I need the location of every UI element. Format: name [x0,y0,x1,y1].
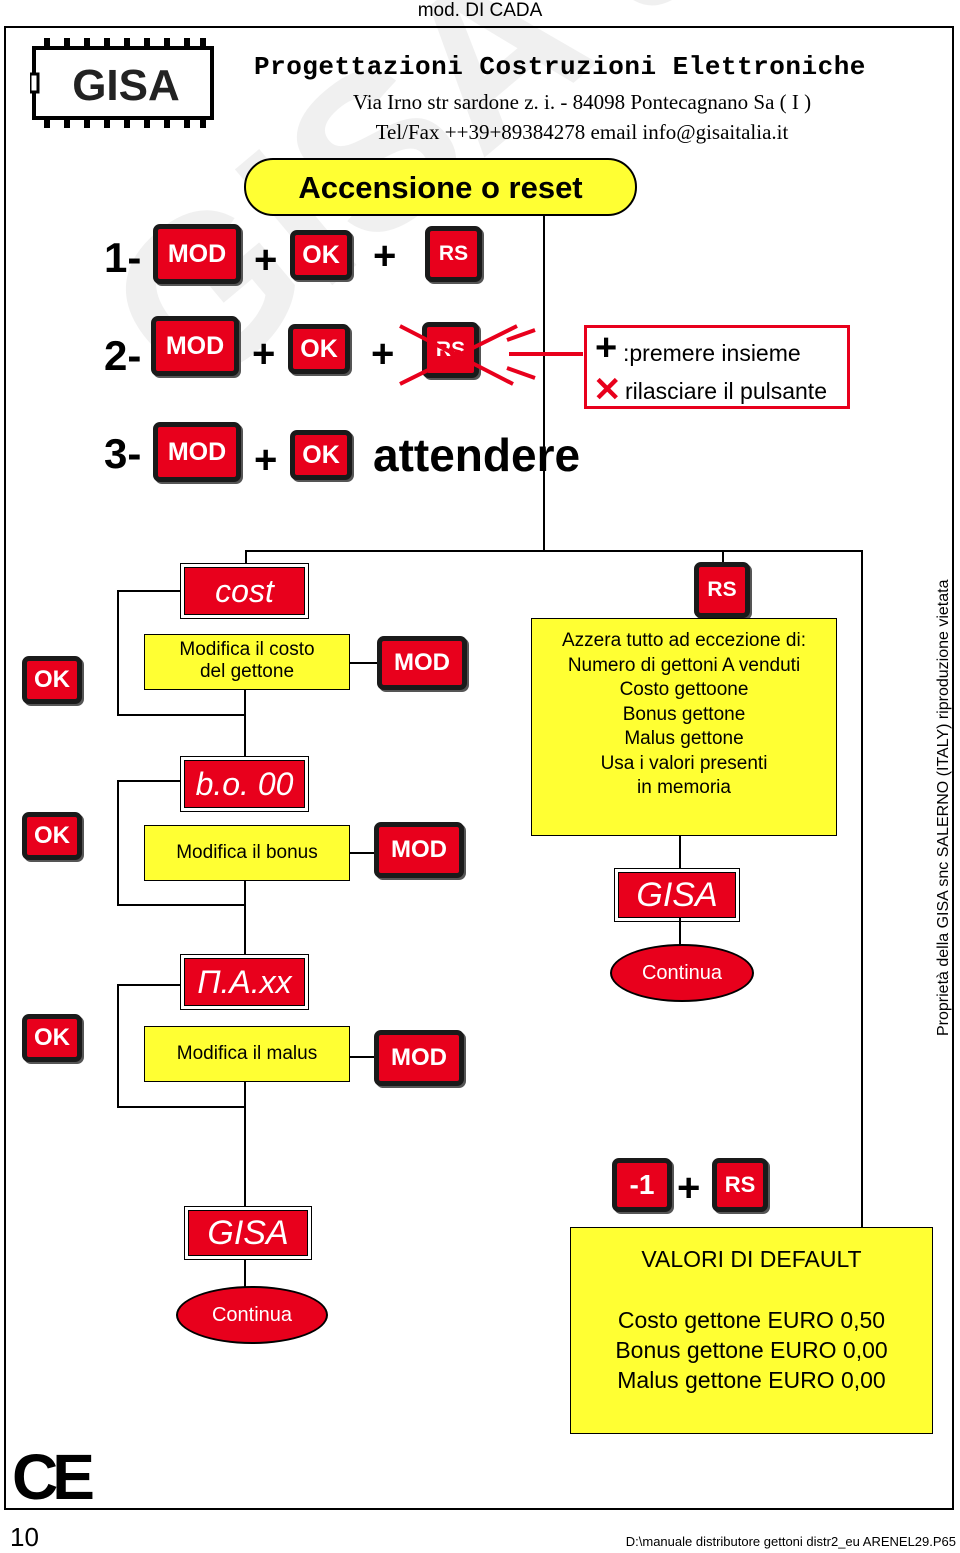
flow-line-right [679,918,681,946]
loop-line [117,904,245,906]
wait-text: attendere [373,429,581,481]
combo-3-mod-key[interactable]: MOD [153,422,241,482]
press-together-text: :premere insieme [623,340,801,366]
side-copyright-note: Proprietà della GISA snc SALERNO (ITALY)… [935,579,952,1037]
release-symbol-icon: ✕ [593,371,622,409]
loop-line [117,780,119,906]
reset-line: Costo gettoone [619,679,749,700]
loop-line [117,714,245,716]
continue-oval-right[interactable]: Continua [610,944,754,1002]
reset-line: Usa i valori presenti [600,752,768,774]
display-gisa-left: GISA [188,1210,308,1256]
model-note: mod. DI CADA [417,0,543,21]
page-frame [4,26,954,1510]
loop-line [117,590,119,716]
combo-3-ok-key[interactable]: OK [290,430,352,480]
loop-line [117,1106,245,1108]
step-bonus-box: Modifica il bonus [144,825,350,881]
defaults-line: Malus gettone EURO 0,00 [617,1367,886,1393]
plus-sign: + [371,332,395,376]
flow-line-mod [350,662,378,664]
reset-line: Azzera tutto ad eccezione di: [562,630,806,651]
legend-box: + :premere insieme ✕ rilasciare il pulsa… [584,325,850,409]
gisa-logo: GISA [28,38,216,128]
release-cross-icon [399,324,583,386]
step-cost-box: Modifica il costo del gettone [144,634,350,690]
flow-line-right-drop [722,550,724,564]
reset-line: Numero di gettoni A venduti [567,654,801,676]
loop-line [117,590,187,592]
plus-sign: + [252,332,276,376]
file-path: D:\manuale distributore gettoni distr2_e… [625,1534,956,1549]
display-malus: Π.A.xx [184,958,305,1006]
flow-line-defaults [861,550,863,1228]
flow-line-main [543,216,545,552]
reset-line: Malus gettone [624,728,744,749]
flow-line-mod [350,1056,376,1058]
loop-line [117,984,187,986]
company-address: Via Irno str sardone z. i. - 84098 Ponte… [352,90,812,114]
combo-2-mod-key[interactable]: MOD [151,316,239,376]
step-cost-line2: del gettone [199,661,295,682]
ok-key-cost[interactable]: OK [22,656,82,704]
defaults-line: Costo gettone EURO 0,50 [617,1307,886,1333]
mod-key-bonus[interactable]: MOD [374,822,464,878]
rs-key-defaults[interactable]: RS [712,1158,768,1212]
continue-oval-left[interactable]: Continua [176,1286,328,1344]
combo-1-rs-key[interactable]: RS [425,226,482,282]
plus-sign: + [373,234,397,278]
flow-line-left [244,880,246,960]
step-cost-line1: Modifica il costo [179,639,315,660]
reset-line: in memoria [637,777,731,798]
mod-key-cost[interactable]: MOD [377,636,467,690]
mod-key-malus[interactable]: MOD [374,1030,464,1086]
combo-2-number: 2- [104,332,142,379]
page-number: 10 [10,1522,39,1552]
flow-line-right [679,836,681,872]
combo-1-mod-key[interactable]: MOD [153,224,241,284]
start-title-box: Accensione o reset [244,158,637,216]
defaults-line: Bonus gettone EURO 0,00 [615,1337,888,1363]
defaults-title: VALORI DI DEFAULT [641,1246,862,1272]
plus-sign: + [677,1166,701,1210]
combo-3-number: 3- [104,430,142,477]
combo-2-ok-key[interactable]: OK [288,324,350,374]
flow-line-left [244,1082,246,1212]
flow-line-branch [245,550,862,552]
flow-line-left-drop [245,550,247,566]
plus-sign: + [254,438,278,482]
display-bonus: b.o. 00 [184,760,305,808]
ce-mark: CE [12,1441,95,1513]
plus-sign: + [254,238,278,282]
flow-line-mod [350,852,376,854]
press-together-symbol: + [595,327,618,369]
flow-line-left [244,1256,246,1290]
flow-line-left [244,690,246,760]
minus-one-key[interactable]: -1 [612,1158,672,1212]
defaults-box: VALORI DI DEFAULT Costo gettone EURO 0,5… [570,1227,933,1434]
ok-key-bonus[interactable]: OK [22,812,82,860]
company-contact: Tel/Fax ++39+89384278 email info@gisaita… [375,120,789,144]
company-name: Progettazioni Costruzioni Elettroniche [254,52,866,82]
step-malus-box: Modifica il malus [144,1026,350,1082]
combo-1-ok-key[interactable]: OK [290,230,352,280]
reset-info-box: Azzera tutto ad eccezione di: Numero di … [531,618,837,836]
release-text: rilasciare il pulsante [625,378,827,404]
combo-1-number: 1- [104,234,142,281]
reset-line: Bonus gettone [622,703,746,725]
svg-text:GISA: GISA [72,61,180,110]
display-cost: cost [184,567,305,615]
ok-key-malus[interactable]: OK [22,1014,82,1062]
display-gisa-right: GISA [618,872,736,918]
loop-line [117,984,119,1108]
rs-key-reset[interactable]: RS [694,562,750,618]
loop-line [117,780,187,782]
